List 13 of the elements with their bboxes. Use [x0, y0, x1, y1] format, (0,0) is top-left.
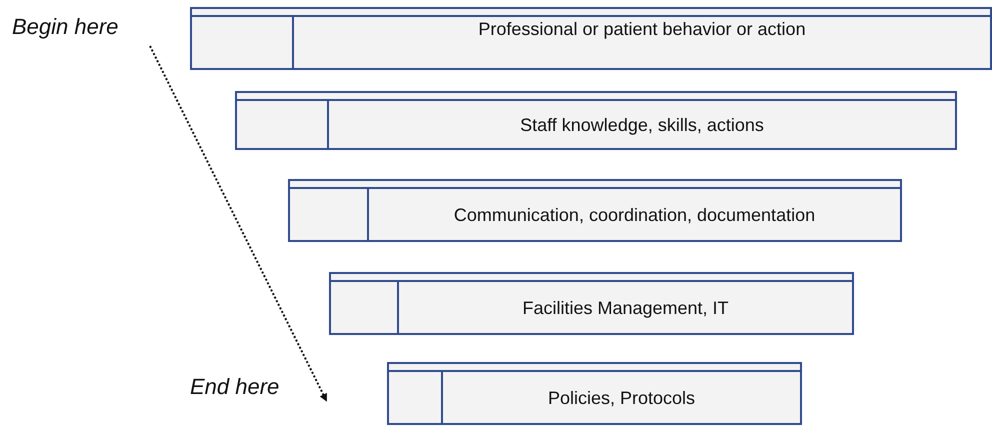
box-label: Facilities Management, IT	[521, 298, 730, 319]
tier-box	[235, 91, 957, 150]
tier-box	[190, 7, 992, 70]
annotation-text: Begin here	[12, 14, 154, 46]
annotation-text: End here	[190, 374, 326, 404]
box-label: Policies, Protocols	[546, 388, 696, 409]
tier-box	[329, 272, 854, 335]
dotted-arrow	[149, 46, 327, 402]
box-label: Communication, coordination, documentation	[452, 205, 816, 226]
tier-box	[387, 362, 802, 425]
tier-box	[288, 179, 902, 242]
box-label: Professional or patient behavior or action	[477, 19, 807, 40]
box-label: Staff knowledge, skills, actions	[519, 115, 765, 136]
